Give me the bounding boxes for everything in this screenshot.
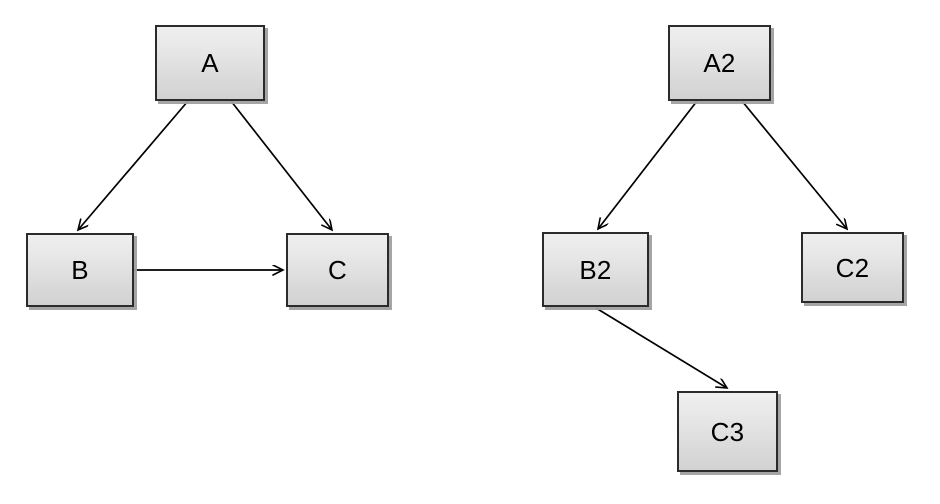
edge-a2-to-c2	[741, 100, 847, 229]
edge-b2-to-c3	[595, 307, 727, 388]
node-label-c3: C3	[710, 416, 745, 447]
node-label-b: B	[71, 255, 89, 285]
node-label-c2: C2	[835, 252, 870, 283]
node-label-b2: B2	[579, 254, 612, 285]
node-c2[interactable]: C2	[801, 232, 904, 303]
node-c[interactable]: C	[286, 233, 389, 307]
node-label-a: A	[201, 48, 219, 78]
edge-a-to-c	[230, 100, 332, 230]
edge-a-to-b	[78, 100, 189, 230]
edge-a2-to-b2	[598, 100, 698, 229]
node-a2[interactable]: A2	[668, 25, 771, 101]
node-label-a2: A2	[703, 48, 736, 78]
node-b[interactable]: B	[26, 233, 134, 307]
node-a[interactable]: A	[155, 25, 265, 101]
node-c3[interactable]: C3	[677, 391, 778, 472]
node-label-c: C	[328, 255, 347, 285]
node-b2[interactable]: B2	[542, 232, 649, 307]
